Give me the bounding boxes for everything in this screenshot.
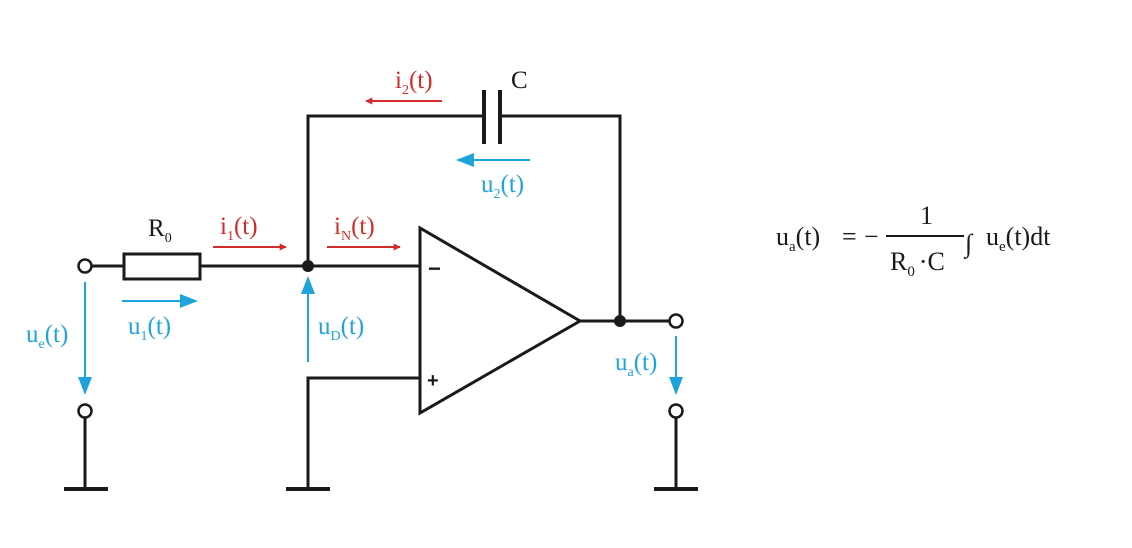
ud-arrow: [301, 276, 315, 362]
input-terminal-top: [77, 258, 93, 274]
ue-arrow: [78, 282, 92, 395]
ua-label: ua(t): [615, 349, 657, 380]
junction-node-inverting: [302, 260, 314, 272]
feedback-left-wire: [306, 114, 483, 266]
ua-arrow: [669, 336, 683, 395]
noninverting-input-sign: +: [427, 370, 439, 392]
resistor-label: R0: [148, 215, 172, 246]
inverting-input-sign: −: [428, 256, 441, 281]
wiring: [83, 114, 678, 489]
formula-minus: −: [864, 222, 879, 251]
capacitor-c: [482, 90, 502, 144]
formula-integrand: ue(t)dt: [986, 222, 1051, 255]
i2-label: i2(t): [395, 67, 433, 98]
in-label: iN(t): [334, 213, 375, 244]
input-terminal-bottom: [77, 403, 93, 419]
integrator-formula: ua(t) = − 1 R0·C ∫ ue(t)dt: [776, 201, 1051, 280]
u1-arrow: [122, 294, 198, 308]
formula-denominator: R0·C: [890, 247, 945, 280]
i1-label: i1(t): [220, 213, 258, 244]
ue-label: ue(t): [26, 321, 68, 352]
capacitor-label: C: [511, 67, 528, 94]
resistor-r0: [122, 252, 202, 281]
output-terminal-top: [668, 313, 684, 329]
formula-lhs: ua(t): [776, 222, 820, 255]
ud-label: uD(t): [318, 313, 364, 344]
u2-arrow: [456, 153, 530, 167]
u2-label: u2(t): [481, 171, 524, 202]
junction-node-output: [614, 315, 626, 327]
feedback-right-wire: [501, 114, 622, 321]
formula-numerator: 1: [920, 201, 933, 230]
output-terminal-bottom: [668, 403, 684, 419]
formula-equals: =: [842, 222, 857, 251]
opamp-triangle: [418, 225, 583, 416]
u1-label: u1(t): [128, 313, 171, 344]
noninverting-ground-wire: [306, 376, 420, 489]
formula-integral-sign: ∫: [963, 229, 974, 259]
